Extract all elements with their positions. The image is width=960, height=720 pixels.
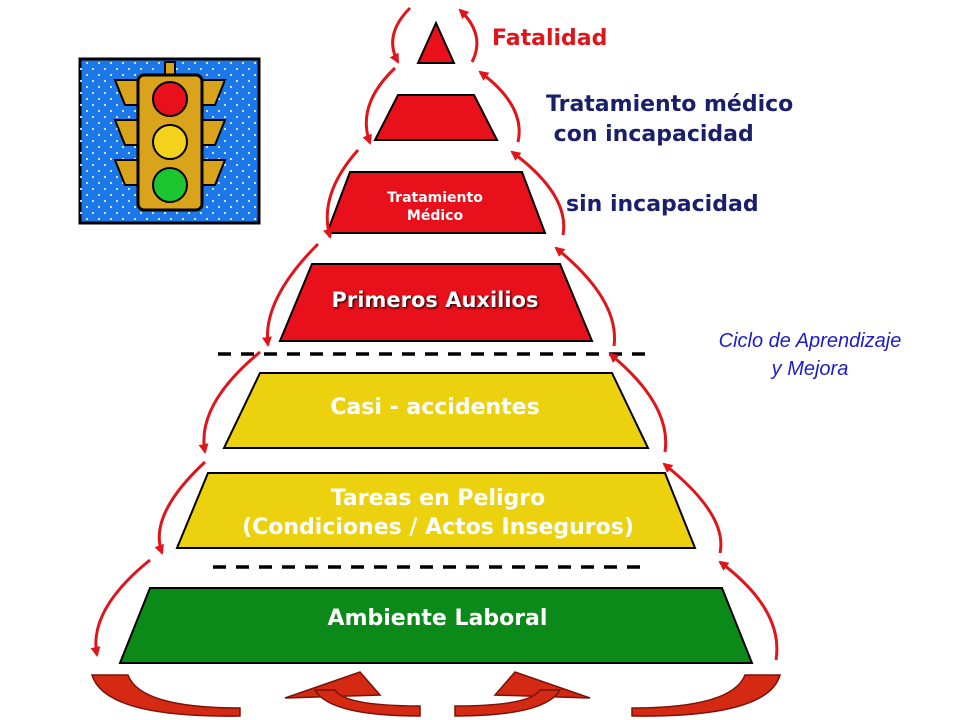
tier-label-work-environment: Ambiente Laboral — [327, 606, 548, 631]
treatment-without-disability-label: sin incapacidad — [566, 192, 759, 217]
pyramid-tier-medical-disability — [373, 94, 499, 141]
pyramid-tier-hazard-tasks — [175, 472, 697, 549]
cycle-arrows-right — [458, 8, 779, 661]
fatality-label: Fatalidad — [492, 26, 608, 51]
tier-label-hazard-tasks: Tareas en Peligro (Condiciones / Actos I… — [242, 486, 634, 540]
traffic-light-icon — [78, 57, 261, 225]
pyramid-tier-medical — [325, 171, 547, 234]
pyramid-tier-first-aid — [278, 263, 594, 342]
treatment-with-disability-label: Tratamiento médico con incapacidad — [546, 92, 794, 147]
tier-label-first-aid: Primeros Auxilios — [331, 288, 539, 312]
pyramid-tier-work-environment — [118, 587, 754, 664]
tier-label-near-miss: Casi - accidentes — [330, 395, 540, 420]
pyramid-tier-near-miss — [222, 372, 650, 449]
cycle-label: Ciclo de Aprendizaje y Mejora — [718, 330, 902, 380]
pyramid-tier-fatality — [416, 20, 456, 64]
tier-label-medical: Tratamiento Médico — [387, 190, 483, 224]
cycle-arrow-icon — [90, 671, 781, 717]
cycle-arrows-left — [90, 6, 412, 657]
